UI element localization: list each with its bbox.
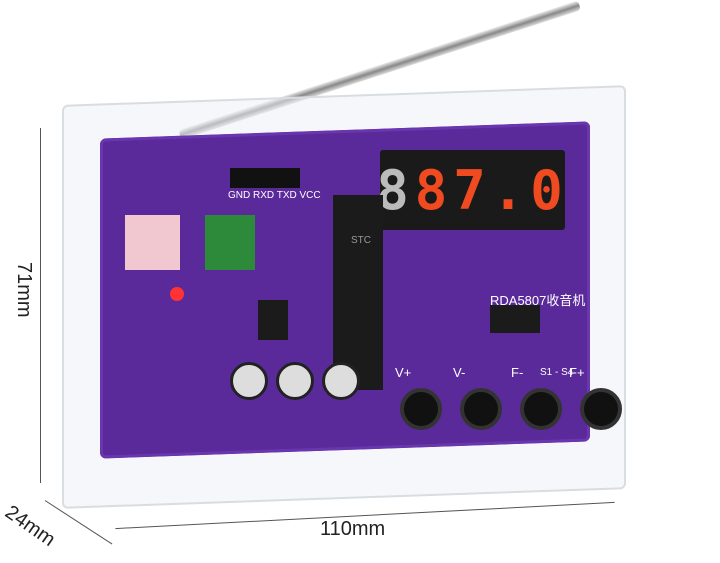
capacitor bbox=[230, 362, 268, 400]
chip-label: STC bbox=[351, 235, 371, 246]
button-label-vol-down: V- bbox=[453, 365, 466, 380]
depth-label: 24mm bbox=[1, 501, 60, 552]
vol-down-button[interactable] bbox=[460, 388, 502, 430]
pin-header-label: GND RXD TXD VCC bbox=[228, 190, 321, 201]
pin-header bbox=[230, 168, 300, 188]
vol-up-button[interactable] bbox=[400, 388, 442, 430]
capacitor bbox=[276, 362, 314, 400]
switch-label: S1 - S4 bbox=[540, 367, 574, 378]
mcu-chip: STC bbox=[333, 195, 383, 390]
board-title: RDA5807收音机 bbox=[490, 293, 586, 308]
height-label: 71mm bbox=[13, 262, 35, 318]
button-label-freq-down: F- bbox=[511, 365, 524, 380]
width-label: 110mm bbox=[320, 518, 386, 540]
freq-down-button[interactable] bbox=[520, 388, 562, 430]
button-label-freq-up: F+ bbox=[569, 365, 585, 380]
capacitor bbox=[322, 362, 360, 400]
power-led bbox=[170, 287, 184, 301]
button-label-vol-up: V+ bbox=[395, 365, 412, 380]
amp-chip bbox=[258, 300, 288, 340]
ic-u3 bbox=[490, 305, 540, 333]
height-dimension-line bbox=[40, 128, 41, 483]
sd-card-slot bbox=[125, 215, 180, 270]
rda5807-module bbox=[205, 215, 255, 270]
display-frequency: 87.0 bbox=[414, 158, 569, 222]
freq-up-button[interactable] bbox=[580, 388, 622, 430]
